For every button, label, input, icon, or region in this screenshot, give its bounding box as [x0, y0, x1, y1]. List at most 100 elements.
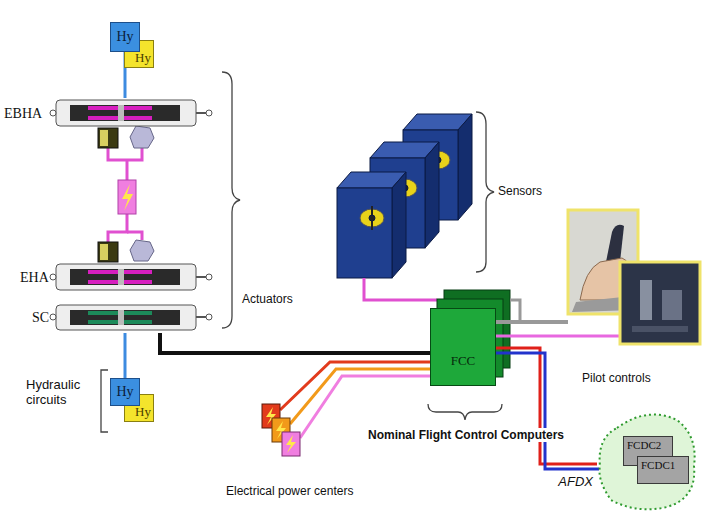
group-label: Nominal Flight Control Computers [366, 428, 566, 442]
node-text: FCDC2 [627, 439, 661, 451]
group-label: Electrical power centers [226, 484, 353, 498]
actuator-cylinder [70, 310, 180, 325]
connector [160, 333, 430, 353]
concentrator-box: FCDC1 [637, 456, 689, 484]
electric-wire [108, 148, 142, 160]
motor-pump [98, 128, 118, 148]
node-text: FCC [451, 353, 476, 369]
actuator-cylinder [206, 110, 212, 116]
bracket [476, 112, 494, 272]
sensor-cube [337, 188, 392, 278]
actuator-cylinder [50, 274, 56, 280]
node-text: EBHA [4, 106, 42, 122]
actuator: EHA [20, 262, 204, 294]
label-text: Sensors [498, 184, 542, 198]
group-label: Hydraulic circuits [26, 377, 98, 407]
sensor-wire [364, 278, 437, 300]
node-text: Hy [135, 50, 151, 66]
hydraulic-box: Hy [110, 22, 140, 52]
sensor-cube [337, 114, 472, 278]
actuator-cylinder [70, 105, 180, 121]
connector-line [160, 333, 430, 353]
power-center-icon [286, 435, 296, 453]
group-label: Pilot controls [582, 371, 651, 385]
motor-pump [130, 126, 154, 148]
sensor-cube [392, 172, 406, 278]
pilot-control-picture [662, 290, 682, 320]
pilot-control-picture [632, 326, 688, 332]
connector-line [496, 353, 599, 469]
group-label: Sensors [498, 184, 542, 198]
motor-pump [98, 126, 154, 262]
pilot-control-picture [640, 280, 652, 320]
label-text: Pilot controls [582, 371, 651, 385]
power-symbol [118, 180, 136, 214]
actuator-cylinder [50, 314, 56, 320]
pilot-wire [510, 300, 520, 322]
power-wire [280, 362, 430, 438]
actuator-cylinder [50, 100, 212, 330]
node-text: Hy [116, 384, 133, 400]
sensor-cube [425, 142, 439, 248]
pilot-wire [496, 335, 620, 338]
group-label: Actuators [242, 292, 293, 306]
pilot-control-picture [568, 210, 700, 344]
power-center-icon [262, 404, 300, 456]
motor-pump [98, 242, 118, 262]
actuator-cylinder [196, 316, 206, 318]
actuator-cylinder [50, 110, 56, 116]
label-text: Hydraulic circuits [26, 377, 80, 407]
electric-wire [127, 232, 142, 240]
motor-pump [130, 240, 154, 261]
electric-wire [108, 214, 127, 242]
actuator-cylinder [196, 276, 206, 278]
actuator-cylinder [56, 100, 196, 126]
node-text: FCDC1 [641, 459, 675, 471]
sensor-cube [458, 114, 472, 220]
label-text: Actuators [242, 292, 293, 306]
actuator-cylinder [56, 264, 196, 290]
cloud-caption: AFDX [535, 474, 593, 489]
actuator-cylinder [56, 305, 196, 330]
actuator-cylinder [206, 274, 212, 280]
label-text: Electrical power centers [226, 484, 353, 498]
actuator-cylinder [118, 105, 124, 121]
motor-pump [100, 130, 108, 146]
connector [125, 333, 126, 378]
node-text: AFDX [558, 474, 593, 489]
bracket [101, 370, 108, 432]
connector-line [124, 333, 127, 378]
pilot-wire [496, 320, 568, 324]
actuator-cylinder [206, 314, 212, 320]
label-text: Nominal Flight Control Computers [366, 428, 566, 442]
bracket [222, 72, 240, 328]
actuator-cylinder [118, 310, 124, 325]
network-cloud: AFDXFCDC2FCDC1 [597, 408, 699, 512]
sensor-cube [369, 215, 375, 221]
computer-box: FCC [430, 308, 496, 386]
node-text: SC [32, 310, 49, 326]
hydraulic-box: Hy [110, 378, 140, 406]
bracket [428, 404, 502, 420]
actuator: EBHA [4, 98, 204, 130]
node-text: EHA [20, 270, 49, 286]
actuator-cylinder [118, 269, 124, 285]
actuator-cylinder [70, 269, 180, 285]
cloud-outline [599, 415, 694, 510]
actuator: SC [32, 303, 204, 333]
sensor-wire [364, 278, 437, 300]
motor-pump [100, 244, 108, 260]
pilot-control-picture [606, 225, 624, 262]
power-symbol [118, 180, 136, 214]
actuator-cylinder [196, 112, 206, 114]
power-center-icon [282, 432, 300, 456]
power-symbol [122, 184, 133, 211]
node-text: Hy [135, 404, 151, 420]
node-text: Hy [116, 29, 133, 45]
pilot-control-picture [620, 262, 700, 344]
connector [496, 348, 599, 469]
electric-wire [108, 148, 142, 242]
